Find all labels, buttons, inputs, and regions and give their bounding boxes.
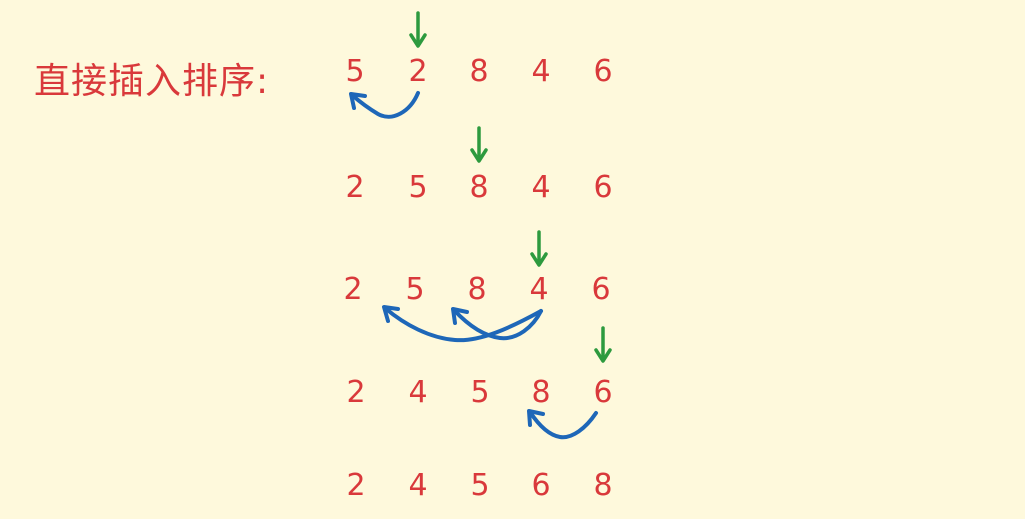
pointer-arrow-icon — [594, 326, 612, 363]
row5-value3: 5 — [470, 468, 490, 503]
row3-value4: 4 — [529, 272, 549, 307]
row5-value2: 4 — [408, 468, 428, 503]
diagram-title: 直接插入排序: — [34, 61, 270, 102]
row2-value1: 2 — [345, 170, 365, 205]
row1-value4: 4 — [531, 54, 551, 89]
row4-value1: 2 — [346, 375, 366, 410]
pointer-arrow-icon — [409, 11, 427, 48]
row1-value2: 2 — [408, 54, 428, 89]
row1-value3: 8 — [469, 54, 489, 89]
row5-value5: 8 — [593, 468, 613, 503]
row3-value1: 2 — [343, 272, 363, 307]
row4-value5: 6 — [593, 375, 613, 410]
move-arrow-icon — [527, 409, 598, 440]
row3-value2: 5 — [405, 272, 425, 307]
row2-value3: 8 — [469, 170, 489, 205]
move-arrow-icon — [382, 305, 543, 343]
row2-value5: 6 — [593, 170, 613, 205]
row2-value2: 5 — [408, 170, 428, 205]
row2-value4: 4 — [531, 170, 551, 205]
row1-value1: 5 — [345, 54, 365, 89]
row4-value2: 4 — [408, 375, 428, 410]
pointer-arrow-icon — [530, 230, 548, 267]
move-arrow-icon — [349, 91, 420, 119]
pointer-arrow-icon — [470, 126, 488, 163]
row4-value3: 5 — [470, 375, 490, 410]
row3-value3: 8 — [467, 272, 487, 307]
row5-value4: 6 — [531, 468, 551, 503]
row3-value5: 6 — [591, 272, 611, 307]
row5-value1: 2 — [346, 468, 366, 503]
row4-value4: 8 — [531, 375, 551, 410]
move-arrow-icon — [451, 307, 543, 341]
row1-value5: 6 — [593, 54, 613, 89]
